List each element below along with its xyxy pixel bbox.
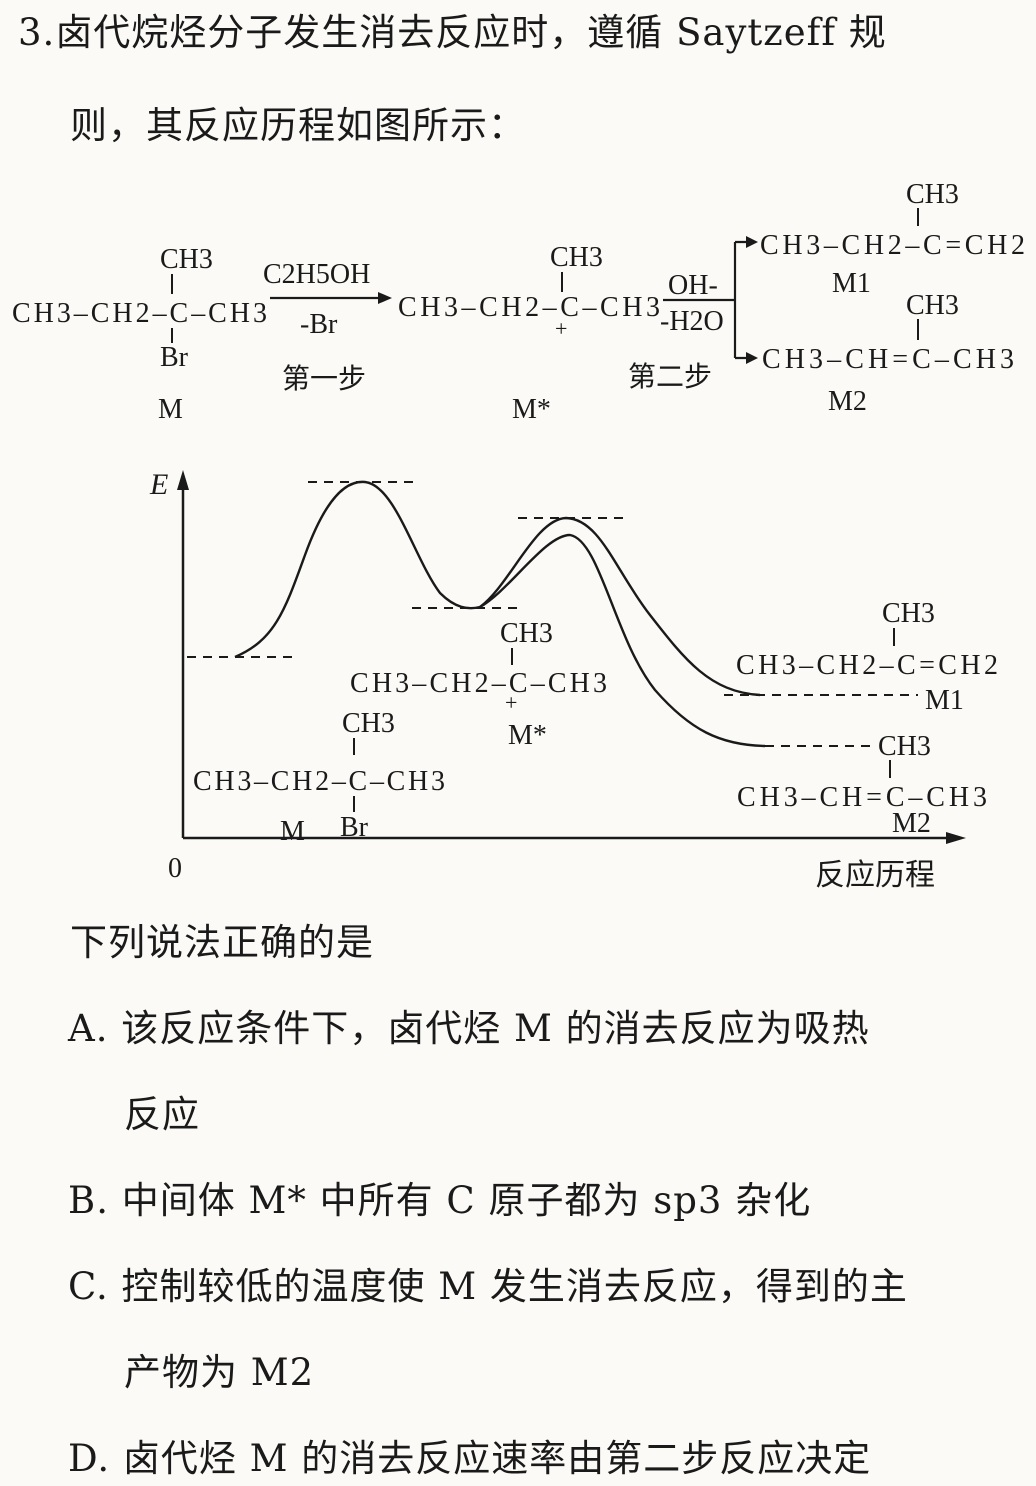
- curve-step1: [234, 480, 481, 659]
- diagram-m-br: Br: [340, 812, 369, 843]
- diagram-m-ch3: CH3: [342, 708, 395, 739]
- scheme-m2-ch3: CH3: [906, 290, 959, 321]
- curve-to-m1: [479, 516, 761, 697]
- diagram-ms-chain: CH3–CH2–C–CH3: [350, 668, 607, 699]
- diagram-m-label: M: [280, 816, 305, 847]
- question-stem-line2: 则，其反应历程如图所示：: [70, 104, 526, 147]
- question-prompt: 下列说法正确的是: [70, 921, 374, 964]
- x-axis-label: 反应历程: [815, 859, 935, 892]
- question-stem-line1: 3.卤代烷烃分子发生消去反应时，遵循 Saytzeff 规: [18, 11, 887, 54]
- diagram-m1-label: M1: [925, 685, 964, 716]
- option-c[interactable]: C. 控制较低的温度使 M 发生消去反应，得到的主: [68, 1265, 908, 1308]
- diagram-m1-chain: CH3–CH2–C=CH2: [736, 650, 998, 681]
- diagram-m1-ch3: CH3: [882, 598, 935, 629]
- diagram-m2-chain: CH3–CH=C–CH3: [737, 782, 987, 813]
- step2-reagent: OH-: [668, 270, 718, 301]
- scheme-m-br: Br: [160, 342, 189, 373]
- option-a-continued: 反应: [124, 1093, 200, 1136]
- diagram-m2-ch3: CH3: [878, 731, 931, 762]
- reaction-scheme: CH3 CH3–CH2–C–CH3 Br M C2H5OH -Br 第一步 CH…: [12, 179, 1025, 425]
- scheme-ms-label: M*: [512, 394, 551, 425]
- y-axis-label: E: [149, 468, 168, 501]
- step2-loss: -H2O: [660, 306, 724, 337]
- option-c-continued: 产物为 M2: [124, 1351, 315, 1394]
- diagram-ms-ch3: CH3: [500, 618, 553, 649]
- question-number: 3.: [18, 11, 56, 54]
- scheme-ms-ch3: CH3: [550, 242, 603, 273]
- option-b[interactable]: B. 中间体 M* 中所有 C 原子都为 sp3 杂化: [68, 1179, 812, 1222]
- scheme-m-label: M: [158, 394, 183, 425]
- curve-to-m2: [479, 533, 766, 748]
- step1-label: 第一步: [282, 363, 366, 395]
- diagram-ms-charge: +: [505, 690, 517, 715]
- diagram-m-chain: CH3–CH2–C–CH3: [193, 766, 445, 797]
- scheme-m1-label: M1: [832, 268, 871, 299]
- option-a[interactable]: A. 该反应条件下，卤代烃 M 的消去反应为吸热: [68, 1007, 870, 1050]
- step1-reagent: C2H5OH: [263, 259, 370, 290]
- origin-label: 0: [168, 853, 182, 884]
- scheme-m1-ch3: CH3: [906, 179, 959, 210]
- diagram-m2-label: M2: [892, 808, 931, 839]
- scheme-ms-charge: +: [555, 316, 567, 341]
- option-d[interactable]: D. 卤代烃 M 的消去反应速率由第二步反应决定: [68, 1437, 872, 1480]
- scheme-m2-label: M2: [828, 386, 867, 417]
- diagram-ms-label: M*: [508, 720, 547, 751]
- scheme-m-ch3: CH3: [160, 244, 213, 275]
- step1-loss: -Br: [300, 309, 338, 340]
- energy-diagram: E 0 反应历程 CH3 CH3–CH2–C–CH3 M Br CH3 CH3–…: [149, 468, 998, 892]
- step2-label: 第二步: [628, 361, 712, 393]
